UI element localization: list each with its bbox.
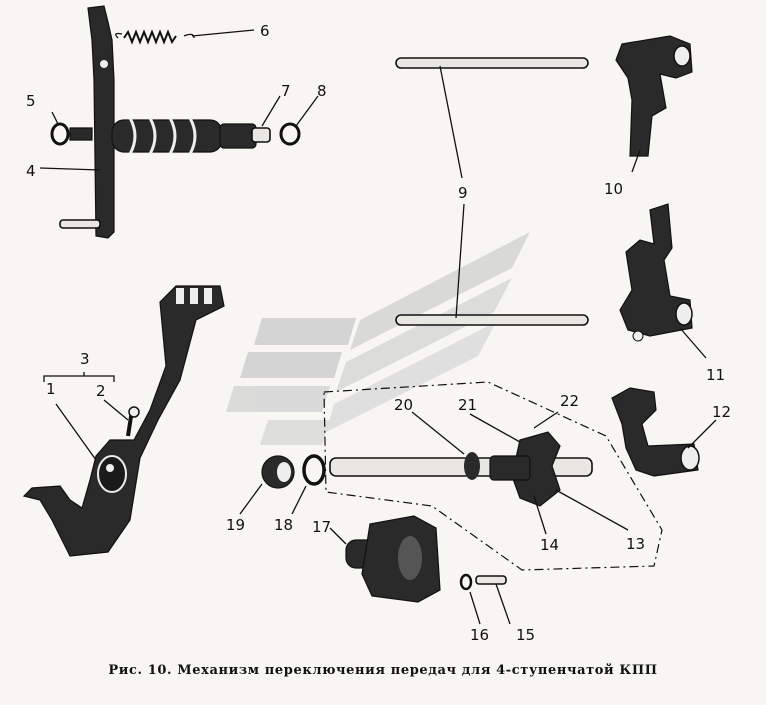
part-17-coupling bbox=[345, 515, 441, 603]
label-3: 3 bbox=[80, 350, 90, 368]
part-4-lever-assembly bbox=[59, 5, 115, 239]
label-19: 19 bbox=[226, 516, 245, 534]
label-11: 11 bbox=[706, 366, 725, 384]
watermark-logo bbox=[226, 232, 530, 445]
part-19-bushing bbox=[261, 455, 295, 489]
part-labels: 1 2 3 4 5 6 7 8 9 10 11 12 13 14 15 16 1… bbox=[26, 22, 731, 644]
label-5: 5 bbox=[26, 92, 36, 110]
part-7-worm-shaft bbox=[111, 117, 271, 155]
part-10-shift-fork bbox=[615, 35, 693, 157]
part-1-pedal-assembly bbox=[22, 285, 225, 557]
part-12-shift-fork bbox=[611, 387, 700, 477]
label-14: 14 bbox=[540, 536, 559, 554]
label-8: 8 bbox=[317, 82, 327, 100]
label-7: 7 bbox=[281, 82, 291, 100]
label-9: 9 bbox=[458, 184, 468, 202]
label-10: 10 bbox=[604, 180, 623, 198]
leader-lines bbox=[39, 29, 717, 625]
label-4: 4 bbox=[26, 162, 36, 180]
label-12: 12 bbox=[712, 403, 731, 421]
label-22: 22 bbox=[560, 392, 579, 410]
label-21: 21 bbox=[458, 396, 477, 414]
figure-caption: Рис. 10. Механизм переключения передач д… bbox=[108, 663, 657, 678]
label-20: 20 bbox=[394, 396, 413, 414]
part-11-shift-fork bbox=[619, 203, 693, 342]
label-1: 1 bbox=[46, 380, 56, 398]
part-22-boundary bbox=[323, 381, 663, 571]
label-15: 15 bbox=[516, 626, 535, 644]
part-13-selector-shaft bbox=[329, 431, 593, 507]
part-5-ring bbox=[50, 122, 70, 146]
label-6: 6 bbox=[260, 22, 270, 40]
part-15-16-pin-washer bbox=[459, 573, 507, 591]
part-6-spring bbox=[115, 29, 195, 45]
label-2: 2 bbox=[96, 382, 106, 400]
label-13: 13 bbox=[626, 535, 645, 553]
label-16: 16 bbox=[470, 626, 489, 644]
label-17: 17 bbox=[312, 518, 331, 536]
label-18: 18 bbox=[274, 516, 293, 534]
part-8-ring bbox=[279, 122, 301, 146]
part-9-rods bbox=[395, 57, 589, 326]
part-18-ring bbox=[302, 454, 326, 486]
